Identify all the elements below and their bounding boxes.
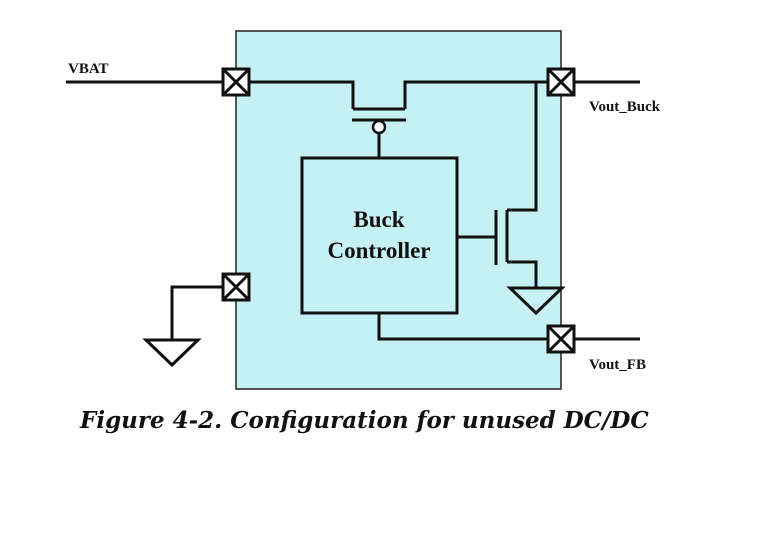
pmos-gate-bubble [371, 119, 387, 135]
pmos-drain-wire [403, 80, 561, 109]
figure-caption: Figure 4-2. Configuration for unused DC/… [80, 407, 649, 434]
nmos-drain-wire [507, 82, 538, 212]
circuit-diagram: VBAT Vout_Buck Vout_FB Buck Controller [66, 30, 661, 390]
pin-pad-vout-fb [546, 324, 576, 354]
vout-buck-label: Vout_Buck [589, 99, 661, 115]
pin-pad-vout-buck [546, 67, 576, 97]
controller-label-line1: Buck [353, 207, 404, 232]
pin-pad-vbat [221, 67, 251, 97]
pmos-source-wire [236, 80, 355, 109]
controller-label-line2: Controller [327, 238, 430, 263]
ground-icon [142, 338, 202, 368]
vbat-label: VBAT [68, 61, 109, 77]
pin-pad-ground [221, 272, 251, 302]
nmos-ground-icon [506, 286, 566, 316]
vout-fb-label: Vout_FB [589, 357, 646, 373]
ground-pin-wire [170, 285, 236, 340]
nmos-source-wire [507, 260, 538, 287]
feedback-wire [377, 313, 561, 341]
